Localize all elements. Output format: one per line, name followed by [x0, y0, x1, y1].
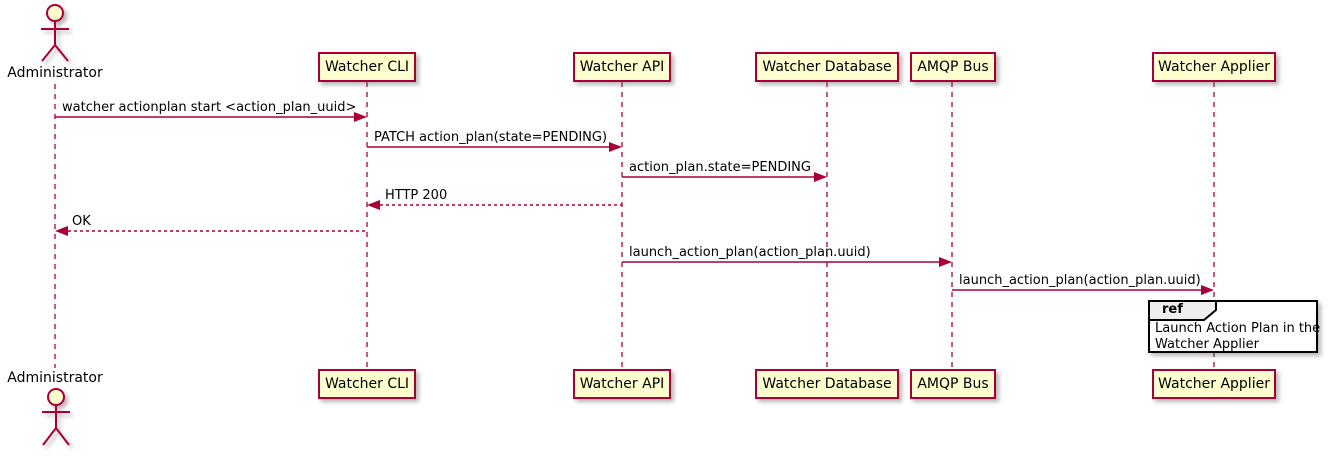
message-arrow-5: [55, 226, 367, 236]
message-arrow-4: [367, 200, 622, 210]
message-arrow-7: [952, 285, 1214, 295]
participant-bottom-amqp-bus: AMQP Bus: [910, 369, 996, 399]
message-label-5: OK: [72, 214, 91, 229]
ref-fragment: ref Launch Action Plan in the Watcher Ap…: [1148, 300, 1320, 353]
participant-top-watcher-api: Watcher API: [573, 52, 671, 82]
participant-bottom-watcher-database: Watcher Database: [755, 369, 899, 399]
message-label-3: action_plan.state=PENDING: [629, 160, 811, 175]
actor-label-top: Administrator: [7, 65, 103, 81]
message-arrow-3: [622, 172, 827, 182]
message-label-6: launch_action_plan(action_plan.uuid): [629, 245, 871, 260]
ref-content-line-2: Watcher Applier: [1155, 337, 1259, 352]
message-arrow-2: [367, 142, 622, 152]
participant-bottom-watcher-cli: Watcher CLI: [318, 369, 416, 399]
participant-bottom-watcher-applier: Watcher Applier: [1152, 369, 1276, 399]
participant-top-amqp-bus: AMQP Bus: [910, 52, 996, 82]
participant-top-watcher-applier: Watcher Applier: [1152, 52, 1276, 82]
message-label-4: HTTP 200: [385, 188, 448, 203]
ref-tab-shape: [1148, 300, 1217, 321]
participant-bottom-watcher-api: Watcher API: [573, 369, 671, 399]
message-arrow-1: [55, 112, 367, 122]
actor-figure-top-icon: [41, 4, 69, 62]
actor-label-bottom: Administrator: [7, 370, 103, 386]
participant-top-watcher-database: Watcher Database: [755, 52, 899, 82]
message-label-7: launch_action_plan(action_plan.uuid): [959, 273, 1201, 288]
ref-keyword: ref: [1162, 302, 1183, 317]
message-arrow-6: [622, 257, 952, 267]
ref-content-line-1: Launch Action Plan in the: [1155, 321, 1321, 336]
actor-figure-bottom-icon: [42, 388, 70, 446]
participant-top-watcher-cli: Watcher CLI: [318, 52, 416, 82]
message-label-2: PATCH action_plan(state=PENDING): [374, 130, 608, 145]
ref-content: Launch Action Plan in the Watcher Applie…: [1155, 321, 1320, 353]
message-label-1: watcher actionplan start <action_plan_uu…: [62, 100, 357, 115]
